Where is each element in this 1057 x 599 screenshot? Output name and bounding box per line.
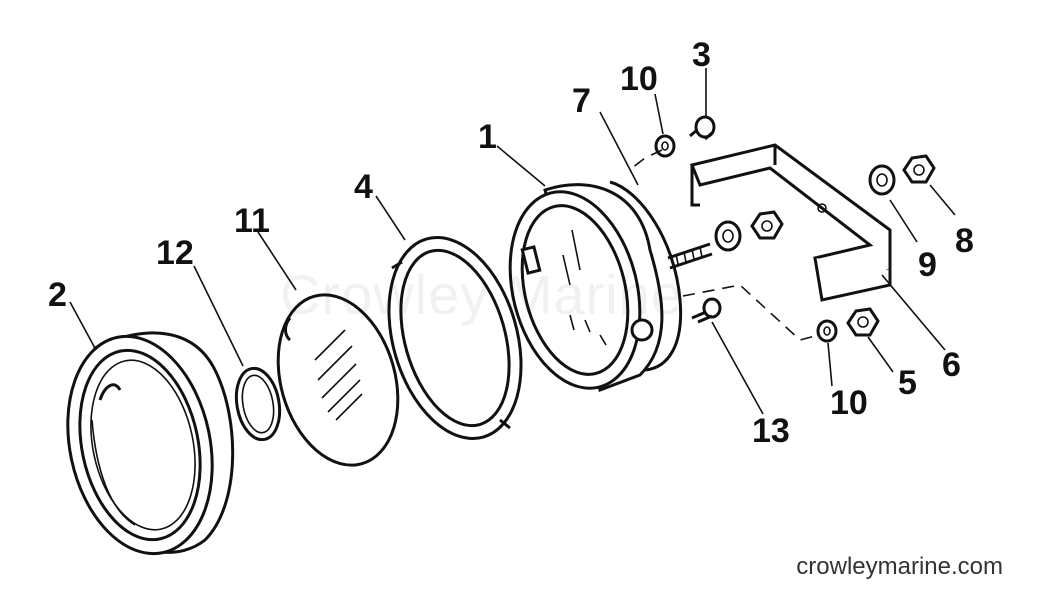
part-6-bracket <box>689 143 892 302</box>
part-13-screw <box>691 297 722 324</box>
callout-7: 7 <box>572 82 591 120</box>
callout-1: 1 <box>478 118 497 156</box>
part-1-gauge-body <box>508 180 683 392</box>
callout-2: 2 <box>48 276 67 314</box>
callout-8: 8 <box>955 222 974 260</box>
bracket-washer-and-nut <box>714 210 784 252</box>
callout-5: 5 <box>898 364 917 402</box>
threaded-stud <box>667 242 713 270</box>
site-watermark: crowleymarine.com <box>796 553 1003 580</box>
callout-6: 6 <box>942 346 961 384</box>
part-10-lock-washer-lower <box>816 319 838 343</box>
part-8-nut <box>902 154 936 184</box>
part-9-washer <box>868 164 896 196</box>
part-3-screw <box>689 115 716 141</box>
leader-lines <box>69 68 956 415</box>
callout-4: 4 <box>354 168 373 206</box>
callout-9: 9 <box>918 246 937 284</box>
part-11-lens <box>276 293 400 467</box>
callout-11: 11 <box>234 202 270 240</box>
callout-3: 3 <box>692 36 711 74</box>
part-5-nut <box>846 307 880 337</box>
part-10-lock-washer-upper <box>654 134 676 158</box>
callout-labels: 1 2 3 4 5 6 7 8 9 10 10 11 12 13 <box>48 36 974 450</box>
callout-13: 13 <box>752 412 790 450</box>
part-4-retaining-ring <box>387 236 523 440</box>
part-12-o-ring <box>234 366 282 442</box>
assembly-dashed-lines <box>631 149 816 341</box>
callout-10-lower: 10 <box>830 384 868 422</box>
part-2-bezel-housing <box>66 331 235 556</box>
callout-12: 12 <box>156 234 194 272</box>
callout-10-upper: 10 <box>620 60 658 98</box>
